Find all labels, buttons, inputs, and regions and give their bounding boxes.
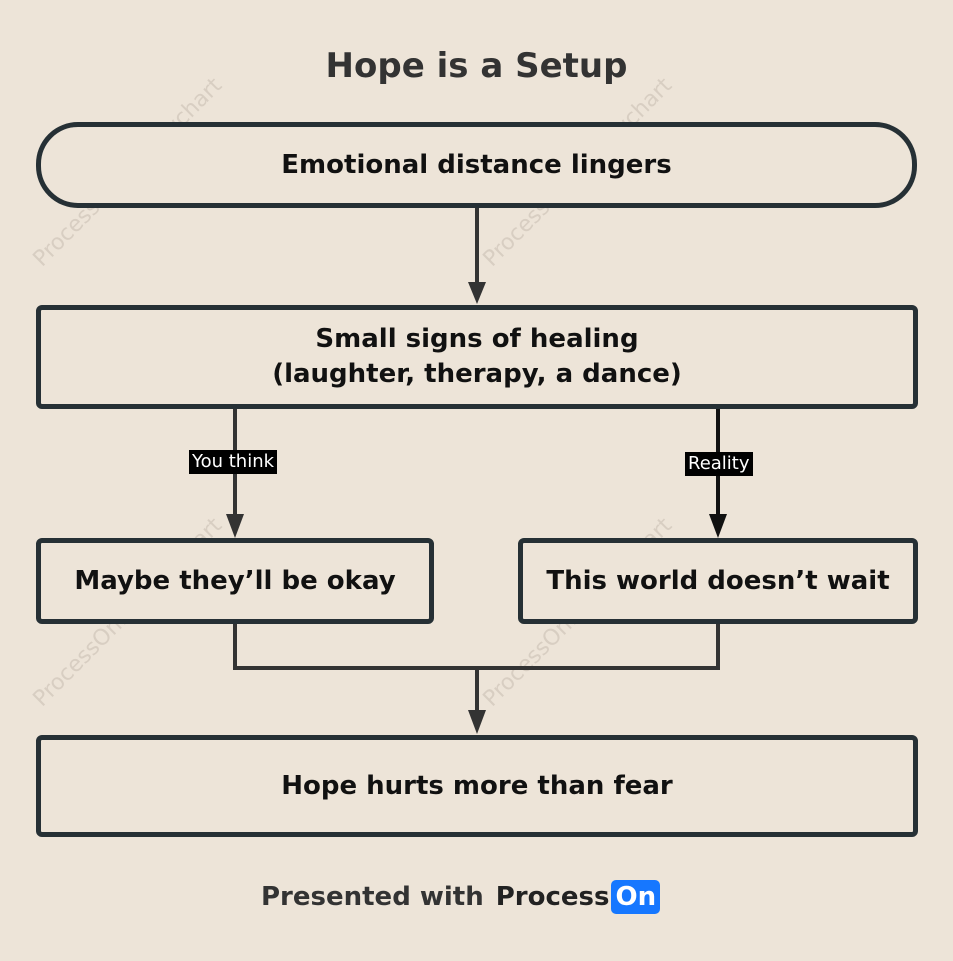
node-hope-hurts: Hope hurts more than fear xyxy=(36,735,918,837)
node-label: Hope hurts more than fear xyxy=(281,770,673,801)
edge-label-you-think: You think xyxy=(189,450,278,474)
page-title: Hope is a Setup xyxy=(325,46,628,86)
node-label: Emotional distance lingers xyxy=(281,149,672,180)
node-label-line1: Small signs of healing xyxy=(315,324,639,354)
arrowhead xyxy=(709,514,727,538)
arrowhead xyxy=(468,710,486,734)
node-label: Maybe they’ll be okay xyxy=(74,565,396,596)
connector-merge xyxy=(233,622,720,670)
footer-presented-text: Presented with xyxy=(261,882,484,912)
node-emotional-distance: Emotional distance lingers xyxy=(36,122,917,208)
node-label: This world doesn’t wait xyxy=(546,565,890,596)
processon-logo-text: Process xyxy=(495,882,610,912)
edge-label-reality: Reality xyxy=(685,452,753,476)
node-label-line2: (laughter, therapy, a dance) xyxy=(272,359,682,389)
footer-attribution: Presented with Process On xyxy=(261,876,661,918)
arrowhead xyxy=(226,514,244,538)
node-world-doesnt-wait: This world doesn’t wait xyxy=(518,538,918,624)
node-maybe-okay: Maybe they’ll be okay xyxy=(36,538,434,624)
arrowhead xyxy=(468,282,486,304)
processon-logo-badge: On xyxy=(611,880,661,914)
node-small-signs: Small signs of healing (laughter, therap… xyxy=(36,305,918,409)
